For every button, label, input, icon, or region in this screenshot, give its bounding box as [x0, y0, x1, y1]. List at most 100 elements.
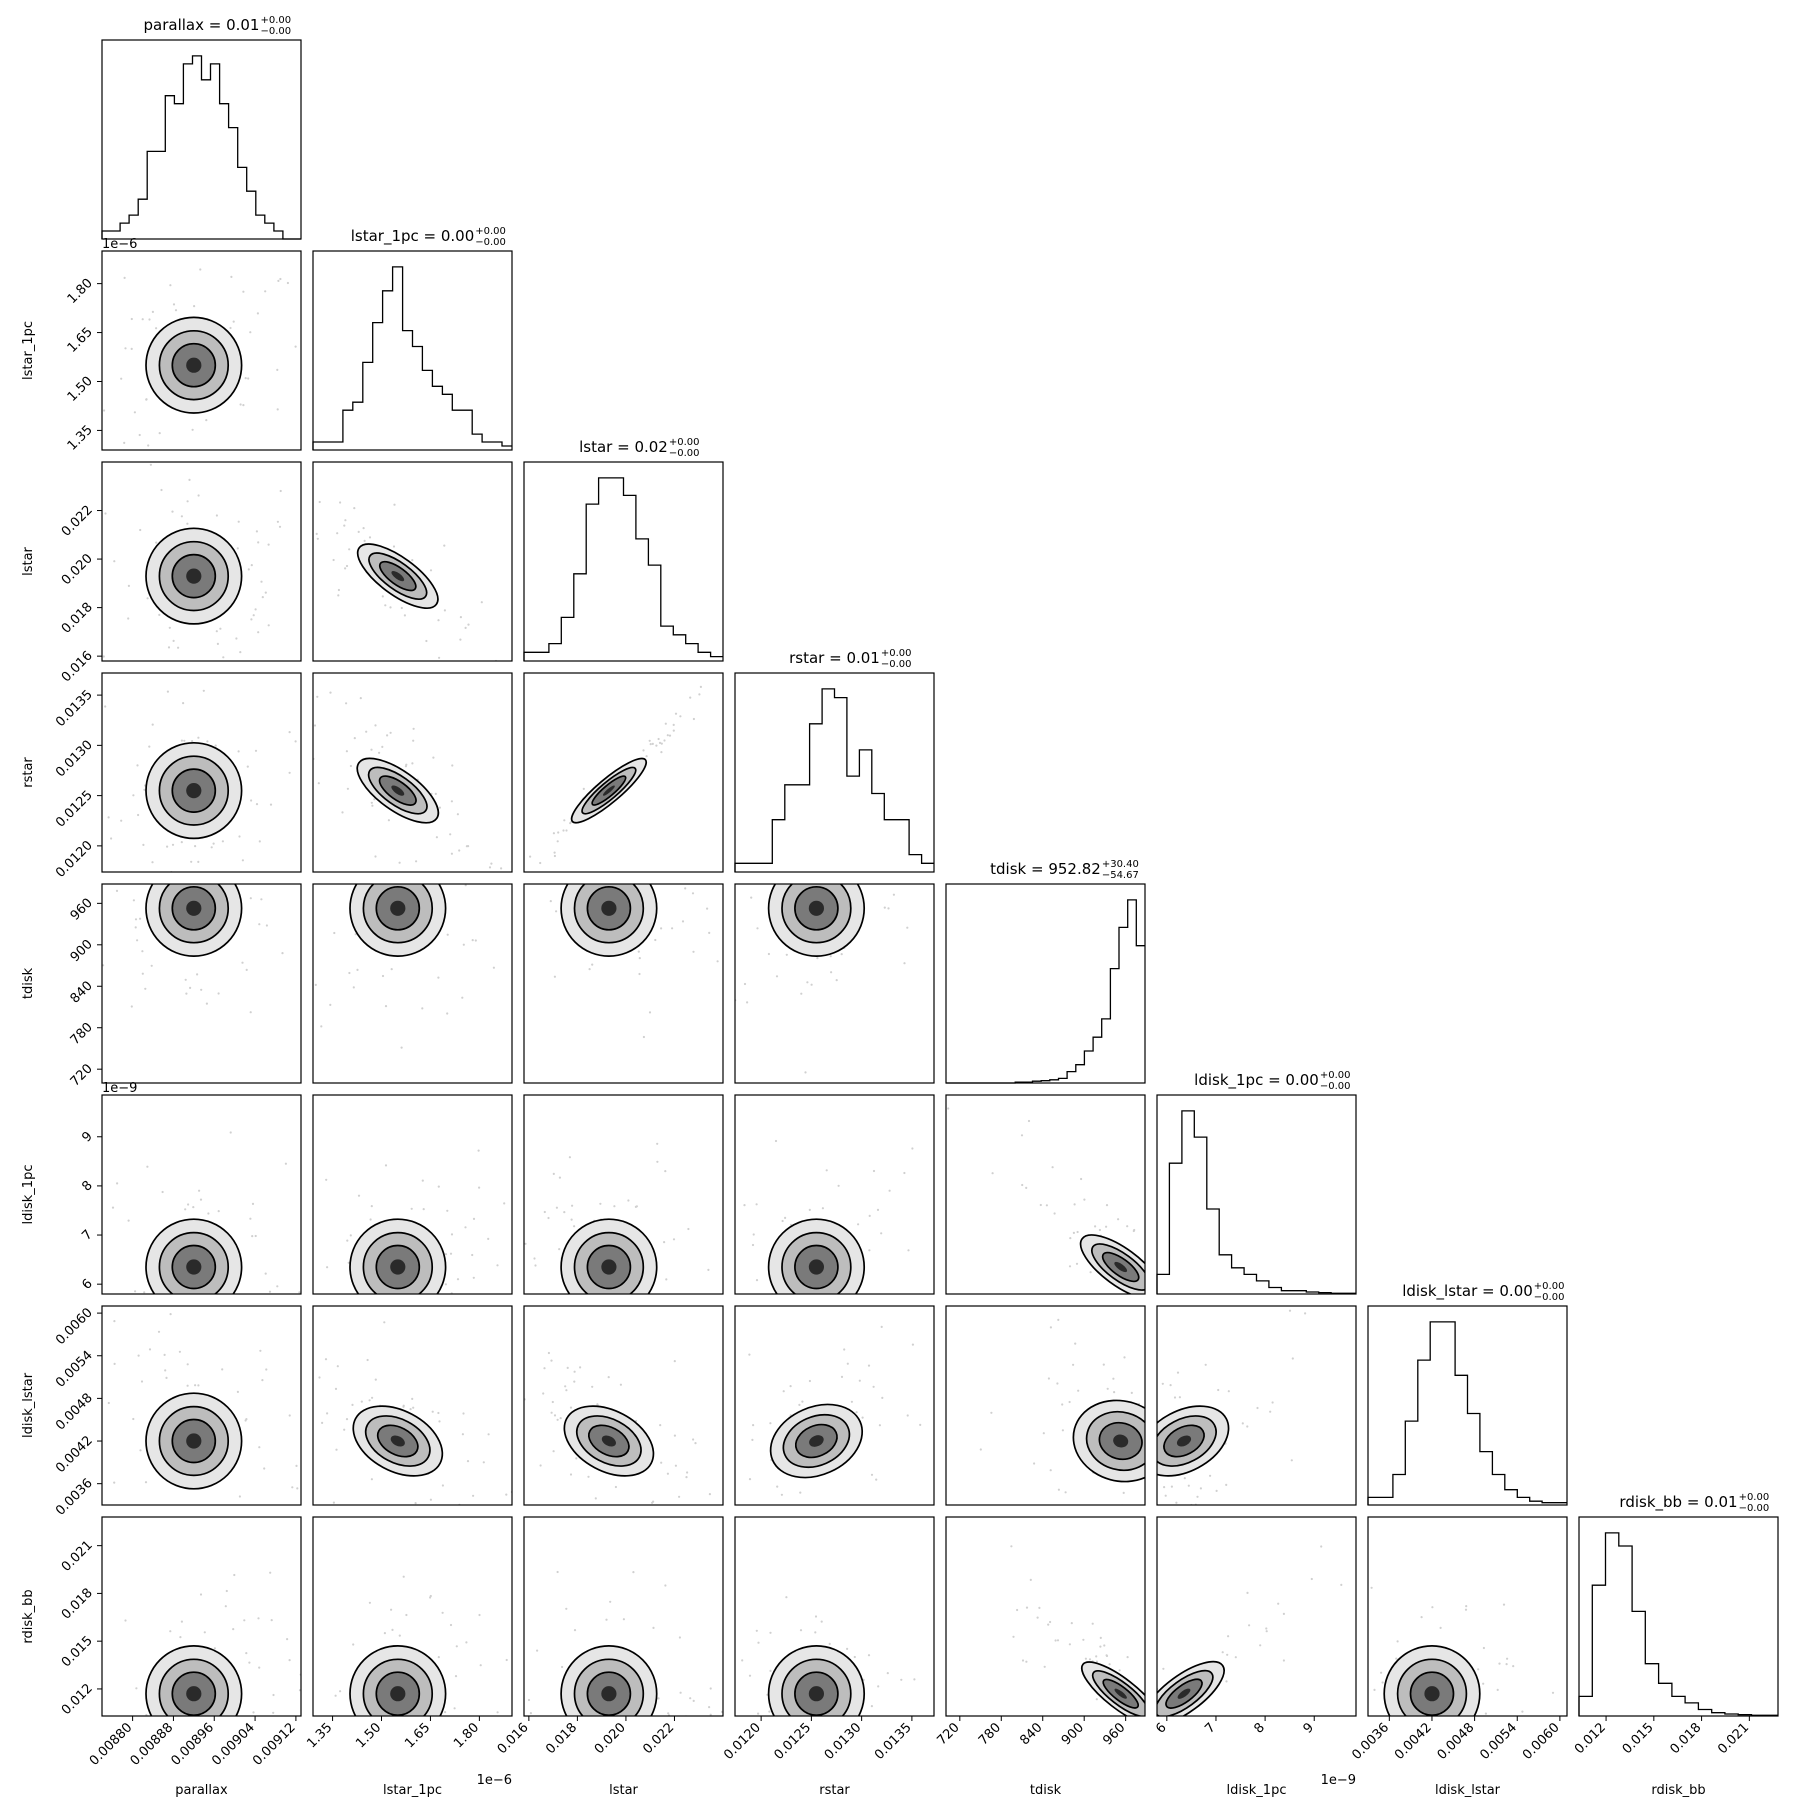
scatter-point — [425, 639, 428, 643]
scatter-point — [292, 1248, 294, 1250]
scatter-point — [487, 910, 489, 912]
contour-line — [349, 884, 447, 957]
scatter-point — [368, 1399, 371, 1402]
panel-rdisk_bb-vs-rstar — [734, 1516, 935, 1717]
scatter-point — [347, 1261, 350, 1264]
scatter-point — [692, 717, 696, 721]
scatter-point — [449, 833, 452, 836]
scatter-point — [474, 939, 477, 942]
scatter-point — [880, 1325, 883, 1328]
scatter-point — [402, 1404, 405, 1407]
scatter-point — [213, 1647, 216, 1650]
scatter-point — [1128, 1345, 1130, 1347]
scatter-point — [1247, 1432, 1249, 1434]
scatter-point — [482, 1372, 484, 1374]
x-tick-label: 0.00912 — [250, 1720, 299, 1769]
panel-rstar-vs-parallax — [101, 672, 302, 873]
scatter-point — [402, 1575, 405, 1578]
scatter-point — [286, 281, 289, 285]
scatter-point — [194, 1384, 197, 1387]
scatter-point — [247, 1344, 249, 1346]
y-axis-label: lstar — [21, 546, 36, 575]
panel-frame — [101, 883, 302, 1084]
scatter-point — [725, 846, 727, 848]
scatter-point — [1097, 1753, 1099, 1755]
scatter-point — [411, 1397, 414, 1400]
scatter-point — [279, 277, 282, 281]
scatter-point — [1187, 1484, 1190, 1487]
contour-line — [375, 1244, 421, 1290]
scatter-point — [264, 591, 267, 594]
contour-line — [1163, 1424, 1205, 1458]
scatter-point — [151, 310, 154, 313]
scatter-point — [320, 1025, 323, 1028]
scatter-point — [371, 804, 374, 807]
scatter-point — [264, 902, 266, 904]
x-tick-label: 0.0042 — [1392, 1720, 1435, 1763]
x-tick-label: 1.65 — [402, 1720, 433, 1751]
scatter-point — [545, 859, 547, 861]
hist-parallax: parallax = 0.01+0.00−0.00 — [101, 15, 302, 240]
scatter-point — [272, 1241, 274, 1243]
scatter-point — [1105, 1204, 1109, 1207]
scatter-point — [409, 1408, 412, 1411]
scatter-point — [858, 873, 860, 875]
scatter-point — [1105, 1497, 1107, 1499]
scatter-point — [145, 1534, 147, 1536]
scatter-point — [1124, 1564, 1126, 1566]
scatter-point — [589, 1766, 591, 1768]
scatter-point — [301, 588, 303, 590]
hist-tdisk: tdisk = 952.82+30.40−54.67 — [945, 859, 1146, 1084]
y-tick-label: 0.016 — [59, 648, 96, 685]
scatter-point — [547, 1216, 550, 1220]
scatter-point — [258, 840, 261, 843]
x-axis-label: ldisk_1pc — [1227, 1783, 1287, 1798]
scatter-point — [1478, 1768, 1480, 1770]
scatter-point — [619, 1383, 623, 1386]
scatter-point — [599, 1202, 602, 1205]
scatter-point — [1154, 1680, 1156, 1682]
x-axis-label: ldisk_lstar — [1435, 1783, 1501, 1798]
scatter-point — [1140, 1345, 1142, 1347]
scatter-point — [556, 1418, 559, 1421]
scatter-point — [444, 1253, 448, 1256]
x-axis-label: rstar — [819, 1783, 850, 1798]
scatter-point — [591, 1385, 594, 1388]
contour-line — [586, 1671, 632, 1716]
scatter-point — [1185, 1368, 1187, 1370]
scatter-point — [386, 734, 389, 737]
scatter-point — [345, 564, 349, 568]
scatter-point — [808, 1379, 812, 1383]
scatter-point — [289, 1673, 291, 1675]
scatter-point — [222, 656, 225, 659]
scatter-point — [1209, 1474, 1212, 1477]
scatter-point — [172, 639, 175, 643]
scatter-point — [249, 865, 251, 867]
scatter-point — [1175, 1716, 1177, 1718]
scatter-point — [304, 1234, 306, 1236]
contour-line — [364, 1415, 431, 1467]
scatter-point — [329, 1244, 331, 1246]
scatter-point — [706, 907, 709, 910]
scatter-point — [120, 377, 123, 380]
panel-frame — [101, 672, 302, 873]
scatter-point — [416, 828, 418, 830]
scatter-point — [141, 950, 144, 953]
panel-frame — [1156, 1305, 1357, 1506]
scatter-point — [384, 604, 387, 607]
scatter-point — [179, 1566, 181, 1568]
scatter-point — [237, 829, 239, 831]
panel-rstar-vs-lstar_1pc — [312, 672, 513, 873]
scatter-point — [439, 1349, 441, 1351]
scatter-point — [1172, 1722, 1174, 1724]
panel-frame — [734, 1305, 935, 1506]
contour-line — [781, 1231, 852, 1294]
x-tick-label: 0.00896 — [168, 1720, 217, 1769]
scatter-point — [1265, 1630, 1268, 1633]
scatter-point — [643, 1733, 645, 1735]
scatter-point — [1130, 1391, 1133, 1394]
scatter-point — [279, 826, 281, 828]
x-axis-label: parallax — [175, 1783, 228, 1798]
scatter-point — [872, 1385, 875, 1388]
